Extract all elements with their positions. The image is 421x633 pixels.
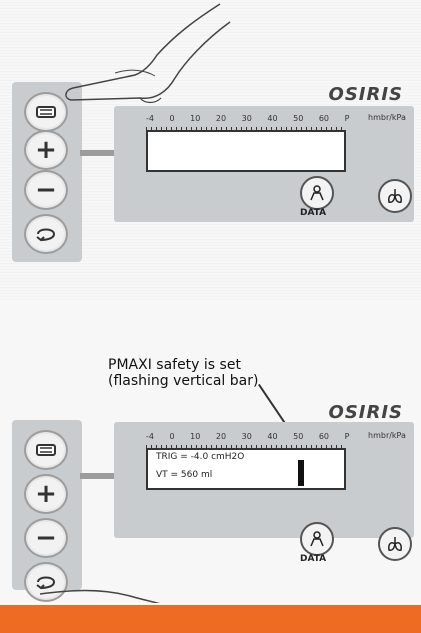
scale-tick-label: 40 [267,114,278,123]
lung-icon [388,189,402,203]
brand-logo: OSIRIS [328,84,403,105]
scale-tick-label: -4 [146,114,154,123]
person-icon [310,185,324,201]
plus-button[interactable]: + [24,130,68,170]
minus-label: − [35,523,57,553]
scale-tick-label: 10 [190,114,201,123]
data-button[interactable] [300,176,334,210]
plus-button[interactable]: + [24,474,68,514]
scale-tick-label: 50 [293,432,304,441]
return-arrow-icon [36,576,56,590]
scale-tick-label: 30 [241,432,252,441]
scale-tick-label: P [344,432,350,441]
lung-icon [388,537,402,551]
pressure-scale: -4 0 10 20 30 40 50 60 P [146,432,376,446]
back-button[interactable] [24,214,68,254]
scale-tick-label: 20 [215,432,227,441]
back-button[interactable] [24,562,68,602]
scale-tick-label: 0 [169,432,175,441]
data-button[interactable] [300,522,334,556]
scale-unit: hmbr/kPa [368,113,406,122]
minus-button[interactable]: − [24,170,68,210]
data-label: DATA [300,554,327,564]
footer-accent-bar [0,603,421,633]
plus-label: + [35,479,57,509]
scale-tick-label: 30 [241,114,252,123]
scale-tick-label: 60 [318,114,330,123]
scale-unit: hmbr/kPa [368,431,406,440]
minus-button[interactable]: − [24,518,68,558]
scale-tick-label: 20 [215,114,227,123]
pressure-scale: -4 0 10 20 30 40 50 60 P [146,114,376,128]
lung-button[interactable] [378,527,412,561]
pmaxi-callout: PMAXI safety is set (flashing vertical b… [108,357,258,389]
minus-label: − [35,175,57,205]
footer-divider [0,603,421,605]
lung-button[interactable] [378,179,412,213]
scale-tick-label: 10 [190,432,201,441]
pmaxi-bar [298,460,304,486]
scale-tick-label: 0 [169,114,175,123]
cable-connector [80,473,116,479]
data-label: DATA [300,208,327,218]
plus-label: + [35,135,57,165]
lcd-volume-text: VT = 560 ml [156,470,213,480]
return-arrow-icon [36,228,56,242]
callout-line-1: PMAXI safety is set [108,357,241,373]
menu-button[interactable] [24,430,68,470]
scale-tick-label: 60 [318,432,330,441]
brand-logo: OSIRIS [328,402,403,423]
cable-connector [80,150,116,156]
menu-icon [36,106,56,118]
lcd-trigger-text: TRIG = -4.0 cmH2O [156,452,245,462]
callout-line-2: (flashing vertical bar) [108,373,259,389]
scale-tick-label: 50 [293,114,304,123]
lcd-display: TRIG = -4.0 cmH2O VT = 560 ml [146,448,346,490]
scale-tick-label: P [344,114,350,123]
person-icon [310,531,324,547]
scale-tick-label: -4 [146,432,154,441]
scale-tick-label: 40 [267,432,278,441]
menu-icon [36,444,56,456]
lcd-display [146,130,346,172]
